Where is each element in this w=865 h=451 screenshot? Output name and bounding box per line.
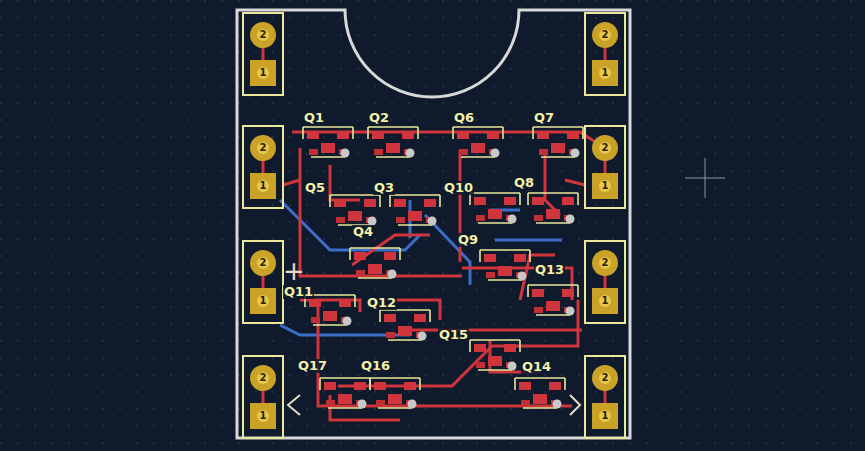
pad-number: 2 (602, 143, 609, 153)
pad-number: 1 (602, 181, 609, 191)
reference-designator: Q15 (438, 328, 469, 342)
pad-number: 1 (260, 296, 267, 306)
reference-designator: Q2 (368, 111, 390, 125)
reference-designator: Q11 (283, 285, 314, 299)
pad-number: 1 (602, 68, 609, 78)
pad-number: 2 (602, 373, 609, 383)
reference-designator: Q14 (521, 360, 552, 374)
silkscreen-mark (288, 395, 300, 415)
reference-designator: Q1 (303, 111, 325, 125)
transistor-footprints (303, 127, 583, 409)
reference-designator: Q6 (453, 111, 475, 125)
reference-designator: Q17 (297, 359, 328, 373)
reference-designator: Q7 (533, 111, 555, 125)
reference-designator: Q16 (360, 359, 391, 373)
reference-designator: Q3 (373, 181, 395, 195)
reference-designator: Q10 (443, 181, 474, 195)
pad-number: 2 (260, 258, 267, 268)
pad-number: 1 (260, 411, 267, 421)
board-outline (237, 10, 630, 438)
pad-number: 2 (260, 373, 267, 383)
reference-designator: Q8 (513, 176, 535, 190)
pad-number: 2 (260, 143, 267, 153)
reference-designator: Q9 (457, 233, 479, 247)
pad-number: 2 (602, 258, 609, 268)
polarity-mark: + (283, 258, 305, 284)
pad-number: 1 (260, 181, 267, 191)
reference-designator: Q13 (534, 263, 565, 277)
cursor (705, 158, 706, 198)
pad-number: 1 (602, 296, 609, 306)
reference-designator: Q4 (352, 225, 374, 239)
pad-number: 2 (602, 30, 609, 40)
red-traces (283, 132, 600, 420)
pad-number: 1 (602, 411, 609, 421)
silkscreen-mark (570, 395, 580, 415)
pad-number: 2 (260, 30, 267, 40)
reference-designator: Q12 (366, 296, 397, 310)
pad-number: 1 (260, 68, 267, 78)
reference-designator: Q5 (304, 181, 326, 195)
connector-footprints (243, 13, 625, 438)
